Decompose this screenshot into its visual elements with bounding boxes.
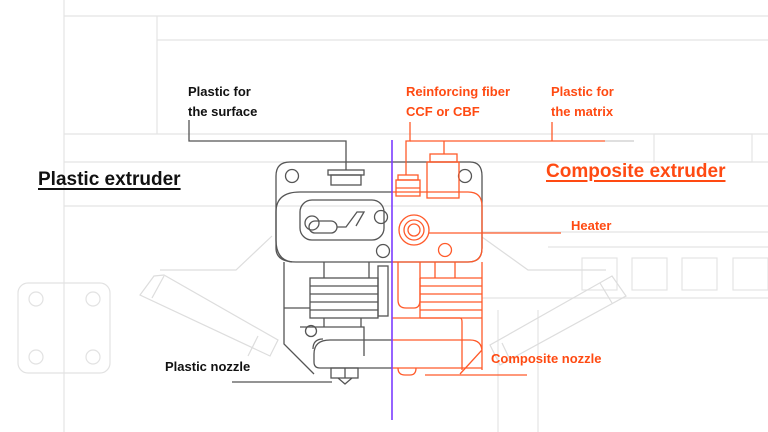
mounting-plate [17,282,111,374]
label-matrix-line2: the matrix [551,104,614,119]
composite-extruder-title: Composite extruder [546,161,726,182]
label-fiber-line2: CCF or CBF [406,104,480,119]
label-matrix-line1: Plastic for [551,84,614,99]
label-heater: Heater [571,218,612,233]
fan-duct-right [481,236,627,366]
leader-fiber [405,122,411,175]
composite-extruder-drawing [392,153,483,376]
plastic-extruder-drawing [275,161,392,385]
label-plastic-surface-line2: the surface [188,104,258,119]
label-plastic-surface-line1: Plastic for [188,84,251,99]
leader-plastic-surface [188,120,347,170]
fan-duct-left [139,235,279,357]
plastic-extruder-title: Plastic extruder [38,169,181,190]
label-fiber-line1: Reinforcing fiber [406,84,511,99]
label-composite-nozzle: Composite nozzle [491,351,602,366]
label-plastic-nozzle: Plastic nozzle [165,359,251,374]
